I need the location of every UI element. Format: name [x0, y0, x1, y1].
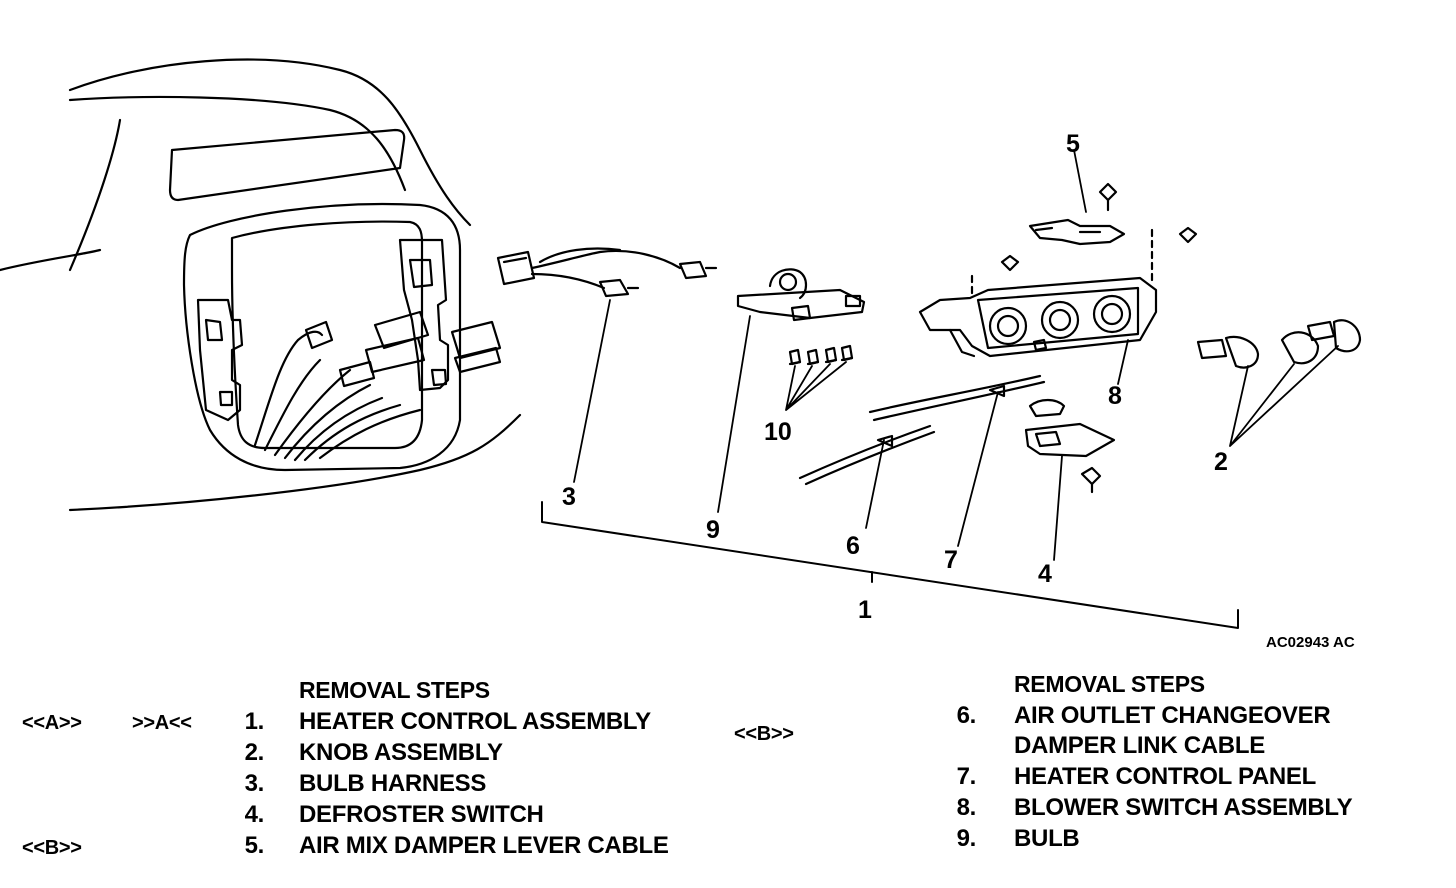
callout-5: 5	[1066, 130, 1080, 158]
dashboard-illustration	[0, 58, 522, 512]
step-1-number: 1.	[244, 708, 265, 735]
callout-6: 6	[846, 532, 860, 560]
callout-1: 1	[858, 596, 872, 624]
callout-3: 3	[562, 483, 576, 511]
assembly-bracket	[541, 501, 1239, 629]
step-6-number: 6.	[956, 702, 977, 729]
step-6-label-continued: DAMPER LINK CABLE	[1014, 732, 1265, 759]
callout-10: 10	[764, 418, 792, 446]
step-1-marker-a: <<A>>	[22, 712, 82, 734]
step-1-label: HEATER CONTROL ASSEMBLY	[299, 708, 651, 735]
knobs-illustration	[1196, 319, 1362, 369]
step-4-number: 4.	[244, 801, 265, 828]
bulb-harness-illustration	[496, 247, 718, 298]
heater-control-panel-illustration	[918, 226, 1198, 358]
removal-steps-heading-right: REMOVAL STEPS	[1014, 671, 1205, 697]
bulbs-illustration	[788, 344, 854, 366]
step-3-number: 3.	[244, 770, 265, 797]
step-1-marker-b: >>A<<	[132, 712, 192, 734]
callout-labels: 1 2 3 4 5 6 7 8 9 10 AC02943 AC	[562, 130, 1355, 651]
step-8-label: BLOWER SWITCH ASSEMBLY	[1014, 794, 1353, 821]
callout-4: 4	[1038, 560, 1052, 588]
step-4-label: DEFROSTER SWITCH	[299, 801, 544, 828]
step-3-label: BULB HARNESS	[299, 770, 487, 797]
figure-id: AC02943 AC	[1266, 634, 1355, 651]
step-5-marker-a: <<B>>	[22, 837, 82, 859]
step-6-marker: <<B>>	[734, 723, 794, 745]
bulb-holder-illustration	[736, 268, 866, 322]
callout-7: 7	[944, 546, 958, 574]
step-5-number: 5.	[244, 832, 265, 859]
callout-8: 8	[1108, 382, 1122, 410]
defroster-switch-illustration	[1024, 398, 1116, 494]
step-9-label: BULB	[1014, 825, 1080, 852]
step-7-number: 7.	[956, 763, 977, 790]
callout-2: 2	[1214, 448, 1228, 476]
step-2-label: KNOB ASSEMBLY	[299, 739, 503, 766]
step-5-label: AIR MIX DAMPER LEVER CABLE	[299, 832, 669, 859]
damper-lever-cable-illustration	[1028, 182, 1126, 246]
removal-steps-heading: REMOVAL STEPS	[299, 677, 490, 703]
step-8-number: 8.	[956, 794, 977, 821]
step-6-label: AIR OUTLET CHANGEOVER	[1014, 702, 1331, 729]
step-2-number: 2.	[244, 739, 265, 766]
callout-9: 9	[706, 516, 720, 544]
leader-lines	[573, 149, 1339, 561]
cables-illustration	[798, 374, 1046, 486]
step-9-number: 9.	[956, 825, 977, 852]
step-7-label: HEATER CONTROL PANEL	[1014, 763, 1317, 790]
